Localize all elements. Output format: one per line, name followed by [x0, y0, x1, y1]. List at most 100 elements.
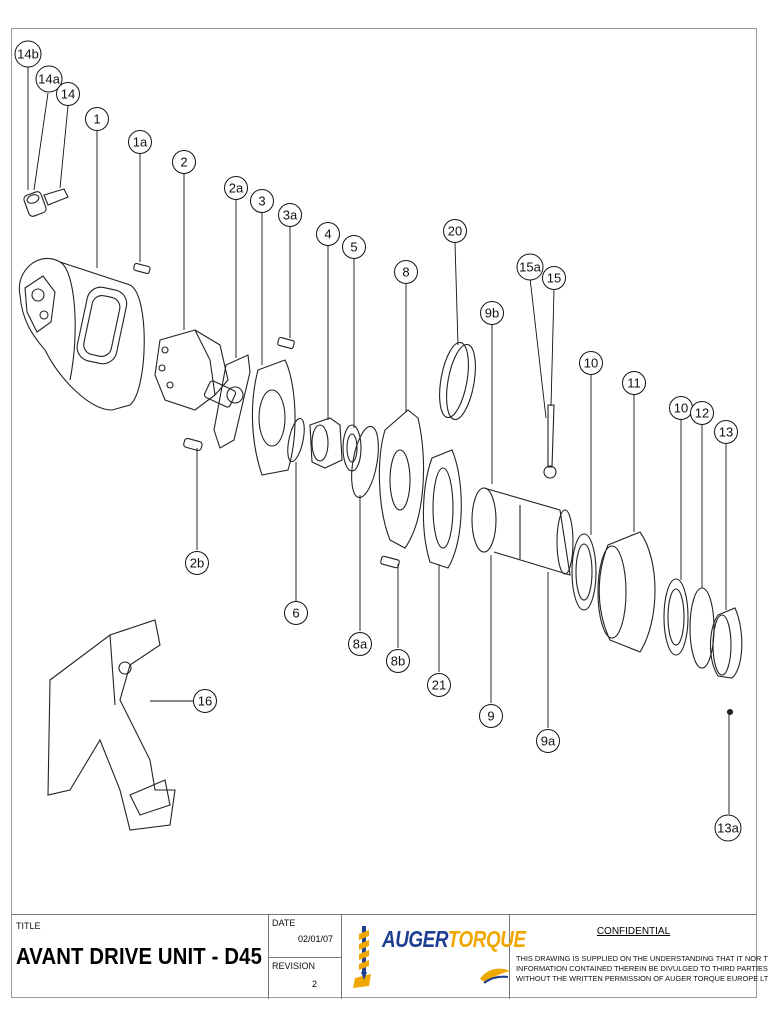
- part-8b-pin: [380, 555, 400, 569]
- callout-label: 15: [547, 271, 561, 286]
- callout-label: 9: [487, 709, 494, 724]
- confidential-line: INFORMATION CONTAINED THEREIN BE DIVULGE…: [516, 964, 768, 973]
- confidential-line: THIS DRAWING IS SUPPLIED ON THE UNDERSTA…: [516, 954, 768, 963]
- callout-label: 15a: [519, 260, 541, 275]
- callout-2a: 2a: [224, 176, 248, 200]
- callout-6: 6: [284, 601, 308, 625]
- part-14-pin: [23, 188, 69, 217]
- callout-15: 15: [542, 266, 566, 290]
- callout-label: 13a: [717, 821, 739, 836]
- part-2a-plate: [213, 354, 251, 449]
- callout-5: 5: [342, 235, 366, 259]
- callout-label: 3a: [283, 208, 298, 223]
- callout-8: 8: [394, 260, 418, 284]
- part-3a-pin: [277, 336, 295, 350]
- callout-label: 10: [674, 401, 688, 416]
- callout-14a: 14a: [35, 65, 63, 93]
- callout-8a: 8a: [348, 632, 372, 656]
- callout-label: 1a: [133, 135, 148, 150]
- part-16-mounting-bracket: [47, 619, 176, 831]
- callout-8b: 8b: [386, 649, 410, 673]
- title-cell: TITLE AVANT DRIVE UNIT - D45: [11, 915, 269, 999]
- callout-11: 11: [622, 371, 646, 395]
- part-8-bearing-flange: [378, 409, 425, 549]
- part-8a-o-ring: [351, 425, 379, 499]
- callout-label: 5: [350, 240, 357, 255]
- callout-13: 13: [714, 420, 738, 444]
- callout-label: 9a: [541, 734, 556, 749]
- callout-3a: 3a: [278, 203, 302, 227]
- callout-label: 10: [584, 356, 598, 371]
- part-3-flange: [251, 359, 296, 476]
- callout-14: 14: [56, 82, 80, 106]
- callout-label: 12: [695, 406, 709, 421]
- callout-21: 21: [427, 673, 451, 697]
- callout-label: 21: [432, 678, 446, 693]
- auger-logo-icon: [353, 926, 371, 988]
- callout-9b: 9b: [480, 301, 504, 325]
- callout-label: 16: [198, 694, 212, 709]
- logo-torque-text: TORQUE: [447, 926, 526, 952]
- part-12-seal: [689, 587, 715, 669]
- part-10-bearing: [571, 533, 597, 611]
- part-1-motor-housing: [18, 257, 145, 411]
- logo-swoosh-icon: [480, 968, 510, 984]
- title-label: TITLE: [16, 921, 41, 931]
- callout-9: 9: [479, 704, 503, 728]
- revision-label: REVISION: [272, 961, 316, 971]
- callout-9a: 9a: [536, 729, 560, 753]
- callout-label: 9b: [485, 306, 499, 321]
- callout-label: 3: [258, 194, 265, 209]
- callout-1: 1: [85, 107, 109, 131]
- callout-label: 4: [324, 227, 331, 242]
- callout-2: 2: [172, 150, 196, 174]
- callout-label: 8: [402, 265, 409, 280]
- callout-label: 1: [93, 112, 100, 127]
- part-2b-pin: [183, 437, 203, 452]
- part-10-bearing-2: [663, 578, 689, 656]
- date-revision-cell: DATE 02/01/07 REVISION 2: [269, 915, 342, 999]
- callout-16: 16: [193, 689, 217, 713]
- callout-2b: 2b: [185, 551, 209, 575]
- callout-label: 2b: [190, 556, 204, 571]
- confidential-text: THIS DRAWING IS SUPPLIED ON THE UNDERSTA…: [516, 954, 768, 984]
- callout-label: 8b: [391, 654, 405, 669]
- part-15-grease-nipple: [543, 404, 557, 479]
- part-9-output-shaft: [471, 487, 574, 576]
- callout-1a: 1a: [128, 130, 152, 154]
- callout-20: 20: [443, 219, 467, 243]
- callout-4: 4: [316, 222, 340, 246]
- drawing-title: AVANT DRIVE UNIT - D45: [16, 943, 263, 969]
- company-logo: AUGERTORQUE: [342, 915, 526, 999]
- part-20-o-rings: [439, 341, 476, 421]
- callout-label: 14b: [17, 47, 39, 62]
- callout-12: 12: [690, 401, 714, 425]
- callout-13a: 13a: [714, 814, 742, 842]
- revision-value: 2: [312, 979, 318, 989]
- confidential-heading: CONFIDENTIAL: [596, 926, 671, 937]
- part-6-o-ring: [287, 417, 305, 463]
- part-1a-pin: [133, 262, 151, 275]
- callout-label: 11: [627, 376, 641, 391]
- callout-label: 2a: [229, 181, 244, 196]
- part-13a-screw: [726, 708, 734, 716]
- part-21-ring-gear: [422, 449, 462, 569]
- part-2-hydraulic-motor: [154, 329, 237, 411]
- callout-label: 20: [448, 224, 462, 239]
- part-13-nut: [710, 607, 743, 679]
- callout-10: 10: [579, 351, 603, 375]
- confidential-cell: CONFIDENTIAL THIS DRAWING IS SUPPLIED ON…: [510, 915, 768, 999]
- callout-14b: 14b: [14, 40, 42, 68]
- callout-15a: 15a: [516, 253, 544, 281]
- date-label: DATE: [272, 918, 296, 928]
- logo-wordmark: AUGERTORQUE: [382, 926, 526, 953]
- callout-3: 3: [250, 189, 274, 213]
- leader-lines: [27, 66, 730, 814]
- part-11-output-housing: [597, 531, 656, 653]
- callout-label: 14: [61, 87, 75, 102]
- callout-label: 6: [292, 606, 299, 621]
- drawing-sheet-border: [11, 28, 757, 998]
- date-value: 02/01/07: [297, 934, 333, 944]
